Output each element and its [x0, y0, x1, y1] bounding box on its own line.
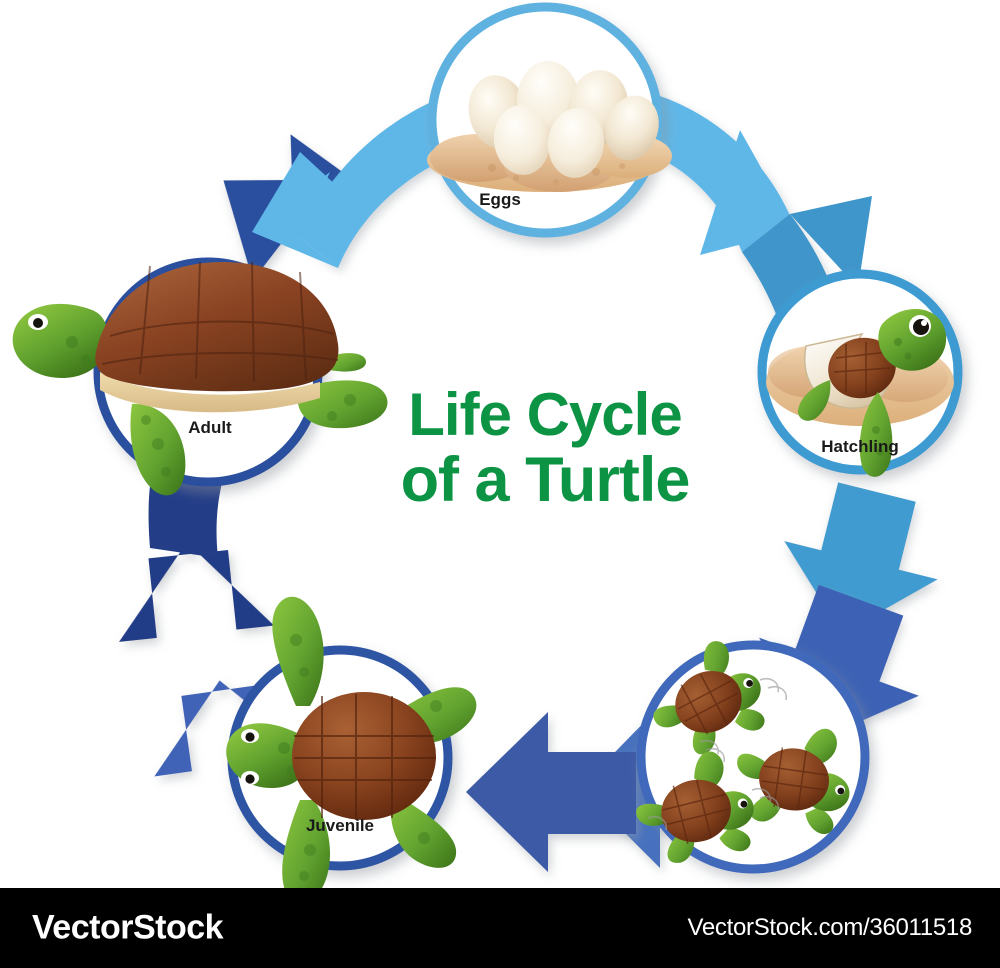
arrow-adult-to-eggs — [223, 88, 468, 281]
stage-circle-juvenile[interactable] — [226, 596, 477, 888]
watermark-url: VectorStock.com/36011518 — [687, 914, 972, 941]
stage-circle-adult[interactable] — [12, 257, 388, 496]
watermark-bar: VectorStock VectorStock.com/36011518 — [0, 888, 1000, 968]
stage-circle-hatchling[interactable] — [757, 269, 963, 477]
title-line-2: of a Turtle — [400, 445, 691, 515]
arrow-eggs-to-hatchling — [636, 96, 796, 255]
arrows-layer — [12, 2, 963, 888]
watermark-brand: VectorStock — [32, 908, 224, 947]
stage-label-juvenile: Juvenile — [305, 816, 375, 835]
stage-label-hatchling: Hatchling — [821, 437, 899, 456]
stage-circle-hatchlings-swimming[interactable] — [626, 631, 870, 874]
stage-circle-eggs[interactable] — [427, 2, 672, 238]
title-line-1: Life Cycle — [408, 381, 682, 448]
page-title: Life Cycle of a Turtle — [330, 385, 760, 512]
stage-label-adult: Adult — [188, 418, 232, 437]
life-cycle-diagram: Life Cycle of a Turtle Eggs Hatchling Ju… — [12, 2, 963, 888]
stage-label-eggs: Eggs — [479, 190, 521, 209]
